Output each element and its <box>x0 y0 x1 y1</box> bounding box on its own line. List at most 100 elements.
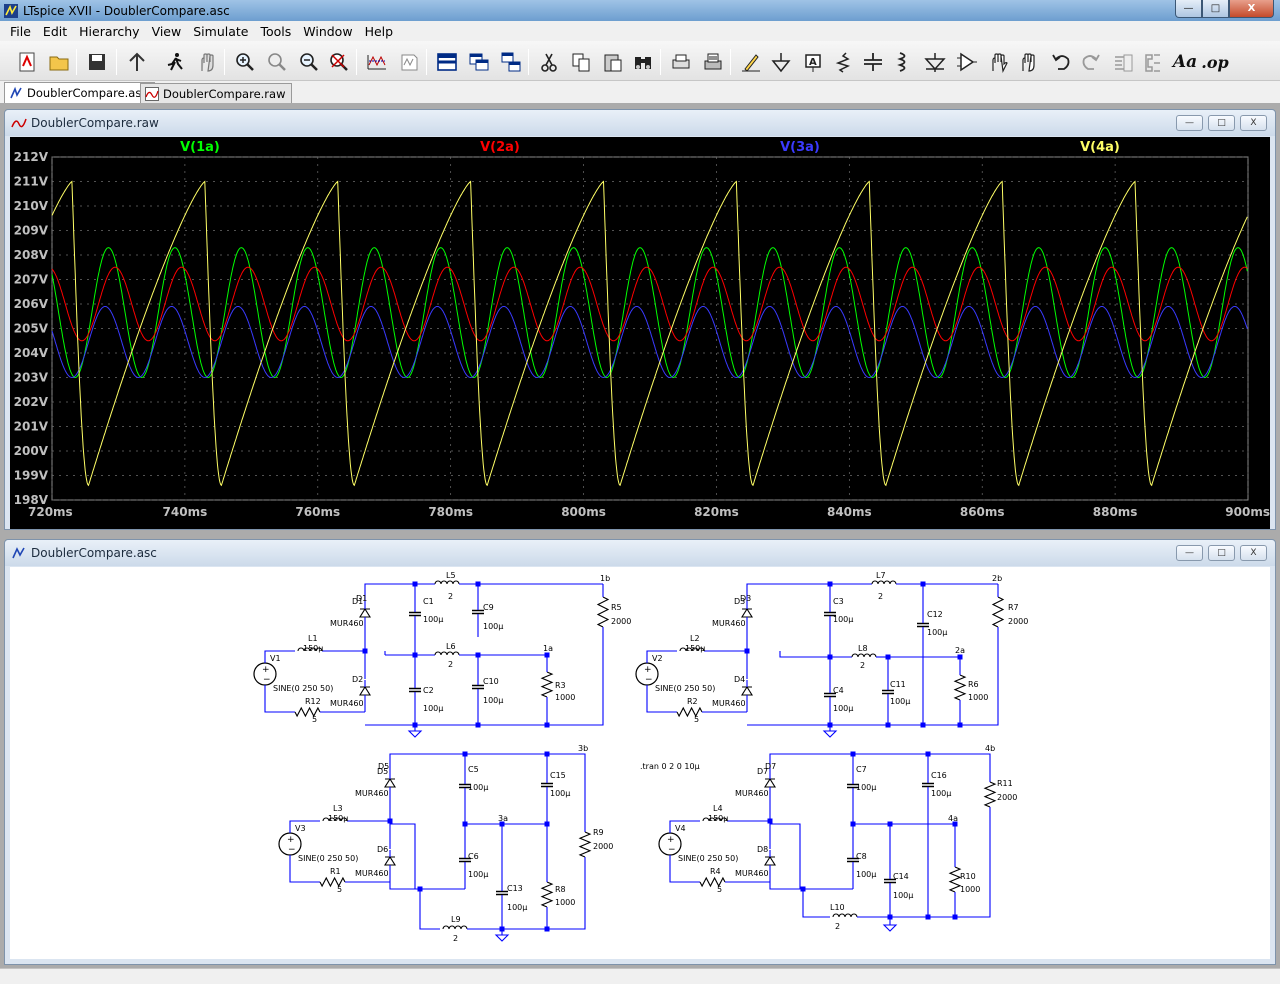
menu-hierarchy[interactable]: Hierarchy <box>79 23 140 39</box>
component-label: 2000 <box>1008 617 1028 626</box>
component-label: L8 <box>858 644 868 653</box>
move-button[interactable] <box>986 49 1012 75</box>
menu-view[interactable]: View <box>151 23 182 39</box>
zoom-in-button[interactable] <box>232 49 258 75</box>
component-label: C12 <box>927 610 943 619</box>
zoom-fit-button[interactable] <box>326 49 352 75</box>
wire <box>769 882 803 890</box>
copy-icon <box>572 53 590 72</box>
redo-button[interactable] <box>1078 49 1104 75</box>
spice-directive-button[interactable]: .op <box>1201 49 1228 75</box>
menu-help[interactable]: Help <box>364 23 394 39</box>
component-label: L1 <box>308 634 318 643</box>
maximize-button[interactable]: □ <box>1202 0 1229 18</box>
print-button[interactable] <box>700 49 726 75</box>
close-button[interactable]: X <box>1229 0 1274 18</box>
component-label: 4b <box>985 744 995 753</box>
cut-button[interactable] <box>536 49 562 75</box>
text-button[interactable]: Aa <box>1172 49 1198 75</box>
print-preview-button[interactable] <box>668 49 694 75</box>
component-label: L7 <box>876 571 886 580</box>
schematic-close-button[interactable]: X <box>1240 545 1267 561</box>
toolbar-separator <box>76 49 77 75</box>
rotate-button[interactable] <box>1110 49 1136 75</box>
component-label: C1 <box>423 597 434 606</box>
junction <box>744 648 750 654</box>
schematic-maximize-button[interactable]: □ <box>1208 545 1235 561</box>
save-button[interactable] <box>84 49 110 75</box>
paste-button[interactable] <box>600 49 626 75</box>
resistor-button[interactable] <box>830 49 856 75</box>
waveform-chart[interactable]: 212V211V210V209V208V207V206V205V204V203V… <box>10 137 1270 529</box>
capacitor-symbol <box>922 782 934 788</box>
component-label: D7 <box>765 762 776 771</box>
menu-window[interactable]: Window <box>303 23 353 39</box>
inductor-symbol <box>442 925 468 930</box>
voltage-source-plus: + <box>667 835 675 845</box>
plot-minimize-button[interactable]: — <box>1176 115 1203 131</box>
cascade-button[interactable] <box>498 49 524 75</box>
x-tick-label: 840ms <box>827 505 872 519</box>
new-schematic-button[interactable] <box>14 49 40 75</box>
ground-button[interactable] <box>768 49 794 75</box>
wire <box>547 753 586 832</box>
menu-simulate[interactable]: Simulate <box>193 23 249 39</box>
drag-button[interactable] <box>1016 49 1042 75</box>
wire <box>802 889 830 918</box>
copy-button[interactable] <box>568 49 594 75</box>
capacitor-symbol <box>884 878 896 884</box>
toolbar: A Aa.op <box>0 41 1280 81</box>
y-tick-label: 211V <box>14 175 49 189</box>
tile-vertical-button[interactable] <box>466 49 492 75</box>
legend-v4a: V(4a) <box>1080 140 1120 155</box>
component-label: L10 <box>830 903 845 912</box>
run-button[interactable] <box>162 49 188 75</box>
zoom-out-button[interactable] <box>296 49 322 75</box>
component-label: L2 <box>690 634 700 643</box>
capacitor-button[interactable] <box>860 49 886 75</box>
pick-traces-button[interactable] <box>396 49 422 75</box>
menu-edit[interactable]: Edit <box>42 23 68 39</box>
control-panel-button[interactable] <box>124 49 150 75</box>
wire <box>289 820 320 833</box>
trace-v2a <box>51 266 1248 342</box>
y-tick-label: 198V <box>14 493 49 507</box>
menu-file[interactable]: File <box>10 23 31 39</box>
undo-button[interactable] <box>1048 49 1074 75</box>
diode-button[interactable] <box>922 49 948 75</box>
zoom-area-button[interactable] <box>264 49 290 75</box>
y-tick-label: 206V <box>14 297 49 311</box>
minimize-button[interactable]: — <box>1175 0 1202 18</box>
ltspice-app-icon[interactable] <box>3 3 19 19</box>
component-label: 150µ <box>328 814 348 823</box>
legend-v3a: V(3a) <box>780 140 820 155</box>
halt-button[interactable] <box>194 49 220 75</box>
legend-v1a: V(1a) <box>180 140 220 155</box>
autorange-button[interactable] <box>364 49 390 75</box>
tab-schematic[interactable]: DoublerCompare.asc <box>4 82 155 103</box>
wire <box>669 855 700 883</box>
capacitor-symbol <box>882 689 894 695</box>
plot-close-button[interactable]: X <box>1240 115 1267 131</box>
plot-maximize-button[interactable]: □ <box>1208 115 1235 131</box>
label-net-button[interactable]: A <box>800 49 826 75</box>
open-button[interactable] <box>46 49 72 75</box>
menu-tools[interactable]: Tools <box>260 23 292 39</box>
toolbar-separator <box>426 49 427 75</box>
component-label: R12 <box>305 697 321 706</box>
tab-waveform[interactable]: DoublerCompare.raw <box>140 83 293 103</box>
resistor-symbol <box>319 876 346 888</box>
inductor-button[interactable] <box>890 49 916 75</box>
resistor-symbol <box>983 781 997 808</box>
capacitor-symbol <box>459 783 471 789</box>
find-button[interactable] <box>630 49 656 75</box>
component-label: V3 <box>295 824 306 833</box>
mirror-button[interactable] <box>1140 49 1166 75</box>
draw-wire-button[interactable] <box>738 49 764 75</box>
tile-horizontal-button[interactable] <box>434 49 460 75</box>
component-button[interactable] <box>954 49 980 75</box>
schematic-minimize-button[interactable]: — <box>1176 545 1203 561</box>
